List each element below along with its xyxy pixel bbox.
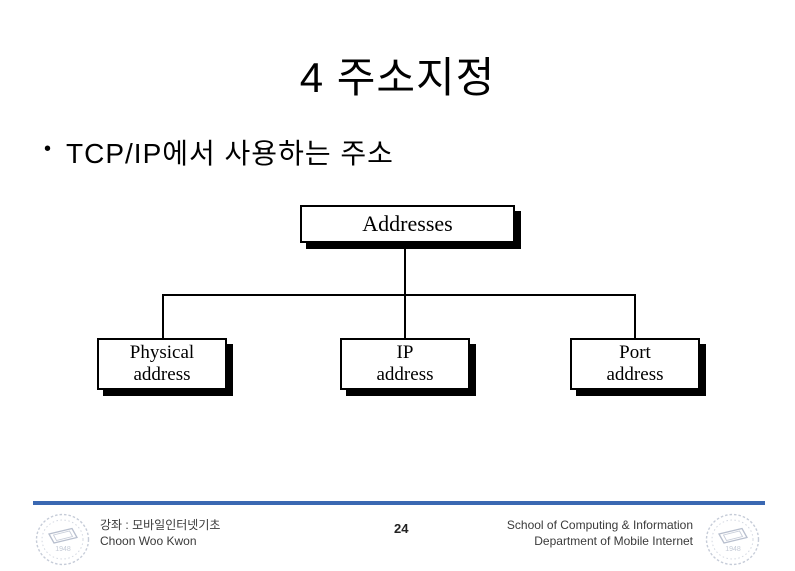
node-addresses: Addresses — [300, 205, 515, 243]
connector-drop-physical — [162, 294, 164, 338]
footer-divider-line — [33, 501, 765, 505]
node-ip-line2: address — [376, 364, 434, 385]
slide-title: 4 주소지정 — [299, 54, 496, 101]
footer-instructor-name: Choon Woo Kwon — [100, 534, 197, 548]
connector-drop-ip — [404, 294, 406, 338]
connector-horizontal-bar — [162, 294, 636, 296]
node-port-line2: address — [606, 364, 664, 385]
university-seal-logo-right: 1948 — [704, 513, 761, 566]
footer-school-line2: Department of Mobile Internet — [534, 534, 693, 548]
node-ip-address: IP address — [340, 338, 470, 390]
seal-year-text: 1948 — [725, 546, 741, 553]
node-ip-line1: IP — [396, 342, 414, 363]
university-seal-icon: 1948 — [705, 513, 760, 566]
footer-course-title: 강좌 : 모바일인터넷기초 — [100, 518, 221, 532]
footer-school-info: School of Computing & Information Depart… — [420, 517, 693, 549]
node-addresses-label: Addresses — [362, 211, 453, 236]
footer-course-info: 강좌 : 모바일인터넷기초 Choon Woo Kwon — [100, 517, 220, 549]
node-port-address: Port address — [570, 338, 700, 390]
bullet-text: TCP/IP에서 사용하는 주소 — [66, 138, 394, 169]
connector-root-stem — [404, 247, 406, 295]
footer-school-line1: School of Computing & Information — [506, 518, 693, 532]
node-physical-address: Physical address — [97, 338, 227, 390]
node-physical-line1: Physical — [129, 342, 195, 363]
bullet-line: • TCP/IP에서 사용하는 주소 — [44, 132, 394, 172]
page-number: 24 — [394, 521, 409, 536]
university-seal-icon: 1948 — [35, 513, 90, 566]
node-port-line1: Port — [619, 342, 651, 363]
university-seal-logo-left: 1948 — [34, 513, 91, 566]
seal-year-text: 1948 — [55, 546, 71, 553]
bullet-icon: • — [44, 138, 53, 160]
node-physical-line2: address — [133, 364, 191, 385]
connector-drop-port — [634, 294, 636, 338]
